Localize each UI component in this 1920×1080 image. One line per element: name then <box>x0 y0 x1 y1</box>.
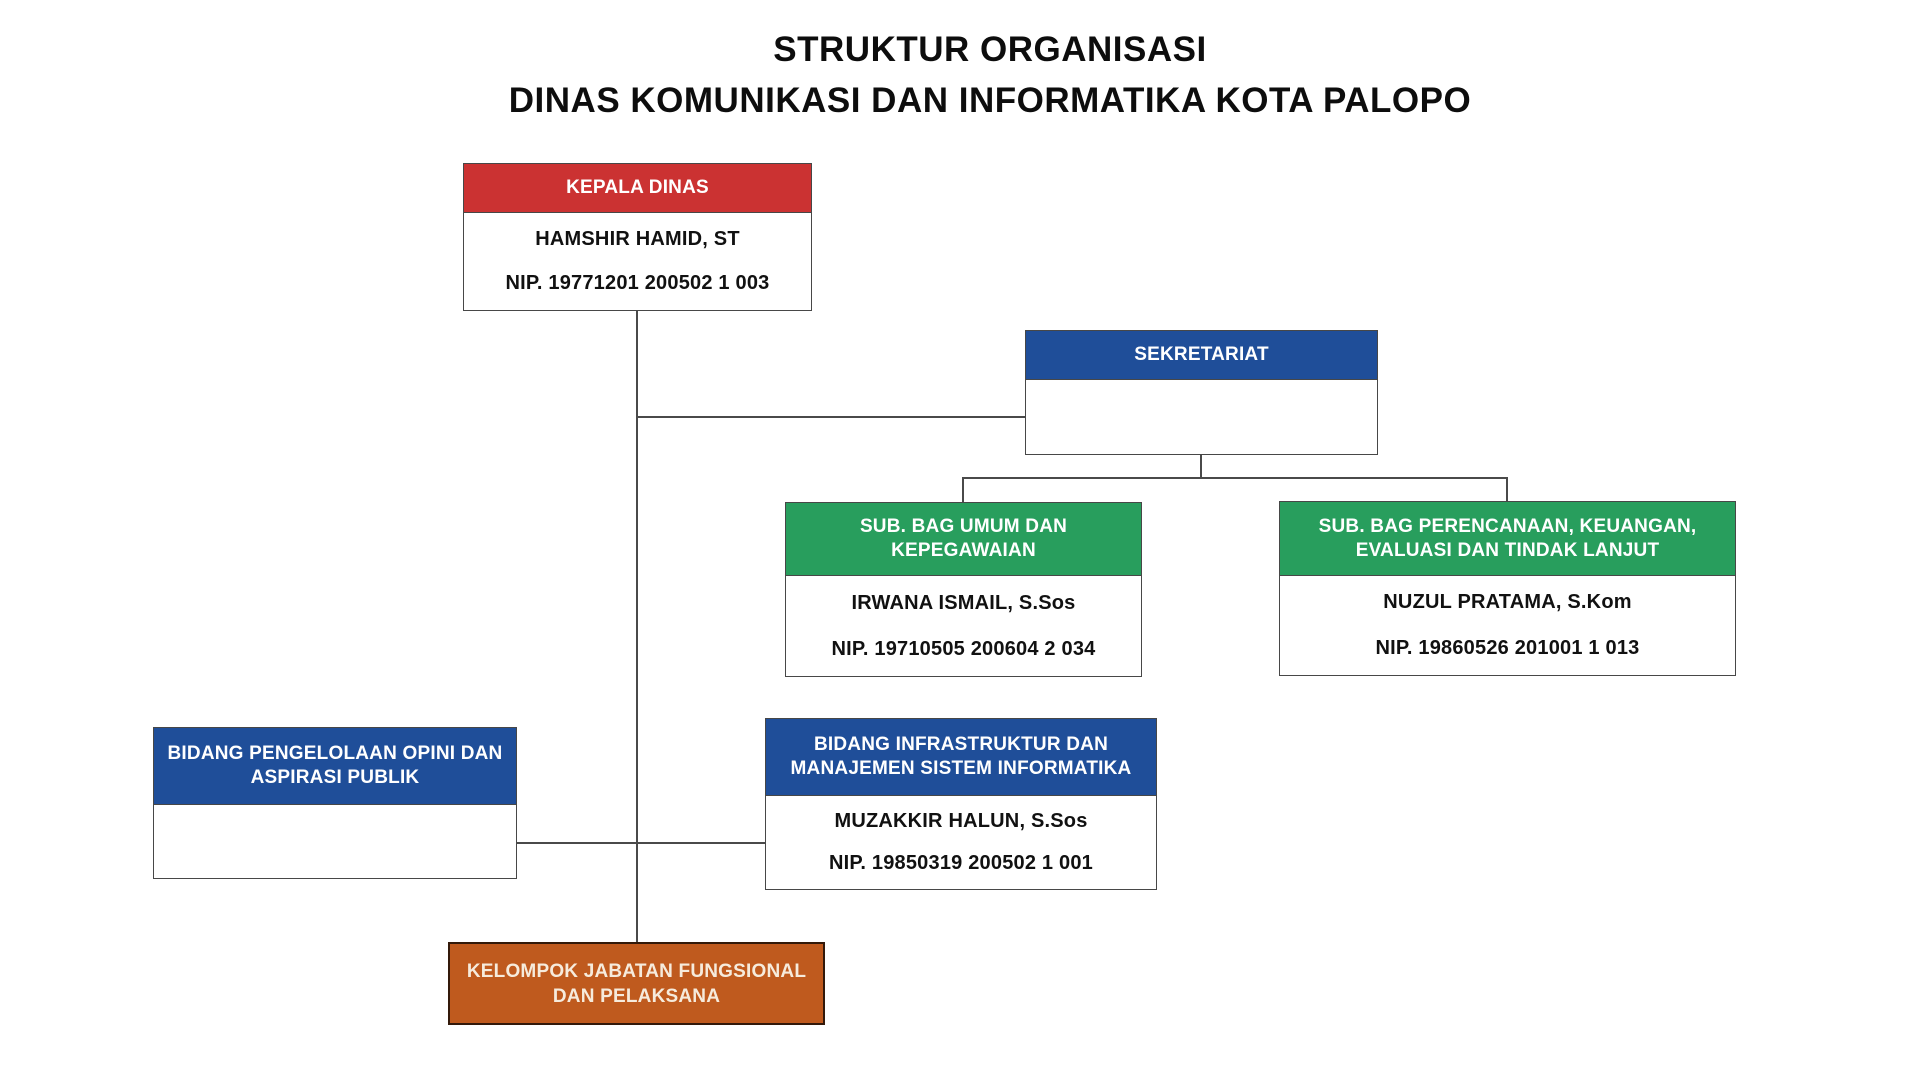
node-sub-bag-umum-header: SUB. BAG UMUM DAN KEPEGAWAIAN <box>786 503 1141 576</box>
node-kepala-dinas: KEPALA DINAS HAMSHIR HAMID, ST NIP. 1977… <box>463 163 812 311</box>
node-sekretariat-header: SEKRETARIAT <box>1026 331 1377 380</box>
node-bidang-infrastruktur-name: MUZAKKIR HALUN, S.Sos <box>834 809 1088 832</box>
node-sub-bag-perencanaan-header: SUB. BAG PERENCANAAN, KEUANGAN, EVALUASI… <box>1280 502 1735 576</box>
connector-trunk-vertical <box>636 310 638 943</box>
page-title: STRUKTUR ORGANISASI DINAS KOMUNIKASI DAN… <box>508 30 1472 120</box>
node-kelompok-fungsional: KELOMPOK JABATAN FUNGSIONAL DAN PELAKSAN… <box>448 942 825 1025</box>
node-bidang-opini: BIDANG PENGELOLAAN OPINI DAN ASPIRASI PU… <box>153 727 517 879</box>
node-kepala-dinas-name: HAMSHIR HAMID, ST <box>535 227 740 250</box>
connector-drop-subbag-perencanaan <box>1506 477 1508 502</box>
node-sekretariat: SEKRETARIAT <box>1025 330 1378 455</box>
node-bidang-infrastruktur: BIDANG INFRASTRUKTUR DAN MANAJEMEN SISTE… <box>765 718 1157 890</box>
node-bidang-infrastruktur-header: BIDANG INFRASTRUKTUR DAN MANAJEMEN SISTE… <box>766 719 1156 796</box>
node-sub-bag-perencanaan-nip: NIP. 19860526 201001 1 013 <box>1375 636 1640 659</box>
connector-bidang-horizontal <box>516 842 766 844</box>
node-kepala-dinas-header: KEPALA DINAS <box>464 164 811 213</box>
connector-sekretariat-stem <box>1200 455 1202 478</box>
node-sub-bag-umum: SUB. BAG UMUM DAN KEPEGAWAIAN IRWANA ISM… <box>785 502 1142 677</box>
connector-sekretariat-horizontal <box>636 416 1026 418</box>
node-sub-bag-umum-nip: NIP. 19710505 200604 2 034 <box>831 637 1096 660</box>
node-bidang-opini-header: BIDANG PENGELOLAAN OPINI DAN ASPIRASI PU… <box>154 728 516 805</box>
node-sub-bag-umum-name: IRWANA ISMAIL, S.Sos <box>851 591 1076 614</box>
connector-subbag-horizontal <box>962 477 1508 479</box>
node-kepala-dinas-nip: NIP. 19771201 200502 1 003 <box>505 272 770 295</box>
node-bidang-infrastruktur-nip: NIP. 19850319 200502 1 001 <box>829 852 1093 875</box>
connector-drop-subbag-umum <box>962 477 964 503</box>
node-sub-bag-perencanaan: SUB. BAG PERENCANAAN, KEUANGAN, EVALUASI… <box>1279 501 1736 676</box>
node-sub-bag-perencanaan-name: NUZUL PRATAMA, S.Kom <box>1383 591 1632 614</box>
